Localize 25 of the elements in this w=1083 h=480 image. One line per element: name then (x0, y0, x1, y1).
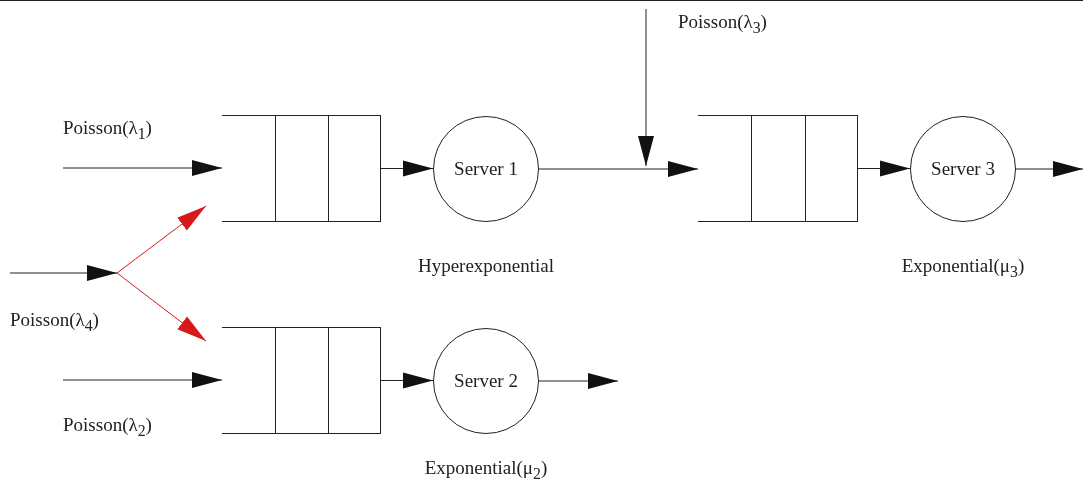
server-label: Server 1 (454, 158, 518, 180)
arrow (538, 373, 619, 389)
arrow (380, 160, 434, 177)
server-label: Server 2 (454, 370, 518, 392)
arrow (62, 372, 223, 388)
queue-box (698, 115, 858, 222)
queue-box (222, 115, 381, 222)
arrow (638, 8, 654, 167)
arrow (116, 205, 207, 274)
server-label: Server 3 (931, 158, 995, 180)
queue-box (222, 327, 381, 434)
arrow (538, 161, 699, 177)
arrow (857, 160, 911, 177)
arrival-label: Poisson(λ$_{1}$) (63, 117, 152, 143)
arrival-label: Poisson(λ$_{4}$) (10, 309, 99, 335)
distribution-label: Exponential(μ$_{3}$) (901, 255, 1025, 281)
arrow (1015, 161, 1083, 177)
arrival-label: Poisson(λ$_{2}$) (63, 414, 152, 440)
arrow (116, 272, 207, 342)
arrival-label: Poisson(λ$_{3}$) (678, 11, 767, 37)
arrow (380, 372, 434, 389)
distribution-label: Exponential(μ$_{2}$) (424, 457, 548, 480)
arrow (62, 160, 223, 176)
arrow (9, 265, 118, 281)
distribution-label: Hyperexponential (417, 255, 555, 277)
